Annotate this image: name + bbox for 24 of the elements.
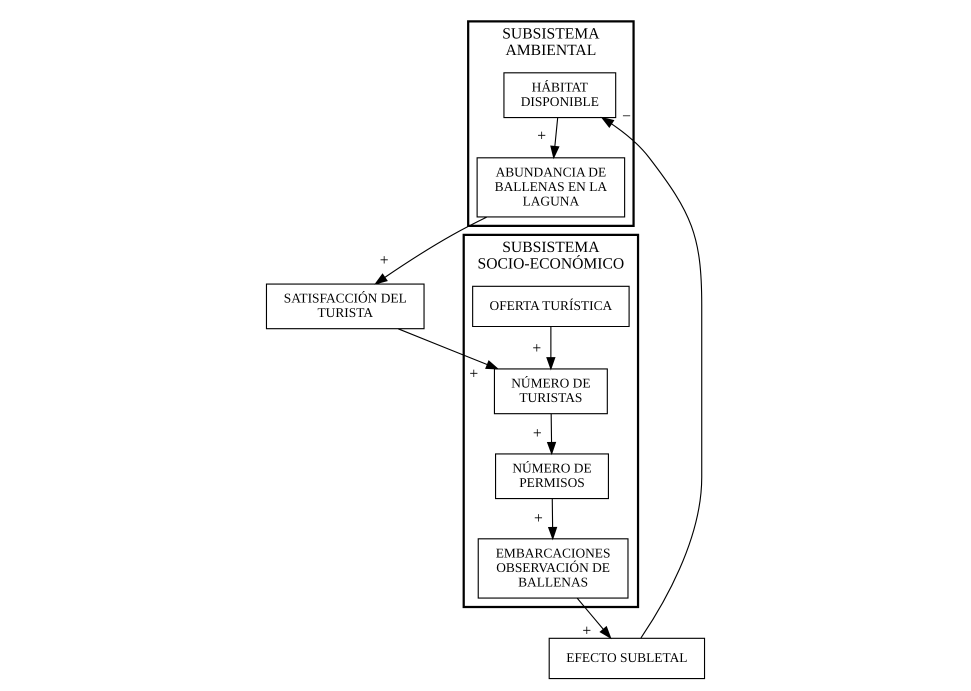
node-box: HÁBITAT DISPONIBLE (503, 72, 616, 118)
edge-label: − (622, 108, 631, 125)
edge-label: + (534, 510, 543, 527)
edge-label: + (532, 424, 542, 442)
node-box: NÚMERO DE TURISTAS (494, 368, 608, 414)
node-box: NÚMERO DE PERMISOS (495, 453, 609, 500)
arrow (398, 328, 500, 370)
edge-label: + (469, 366, 478, 383)
arrow (550, 118, 560, 160)
arrow (600, 116, 702, 638)
node-box: EMBARCACIONES OBSERVACIÓN DE BALLENAS (478, 538, 629, 599)
node-box: ABUNDANCIA DE BALLENAS EN LA LAGUNA (476, 157, 626, 218)
edge-label: + (380, 252, 389, 269)
arrow (546, 326, 556, 370)
arrow (374, 216, 487, 285)
node-box: EFECTO SUBLETAL (548, 638, 706, 680)
arrow (548, 498, 558, 540)
node-box: SATISFACCIÓN DEL TURISTA (266, 283, 425, 330)
edge-label: + (532, 340, 542, 357)
edge-label: + (582, 622, 592, 640)
arrow (546, 414, 556, 456)
arrow (576, 598, 612, 640)
node-box: OFERTA TURÍSTICA (472, 286, 630, 328)
edge-label: + (537, 127, 546, 144)
